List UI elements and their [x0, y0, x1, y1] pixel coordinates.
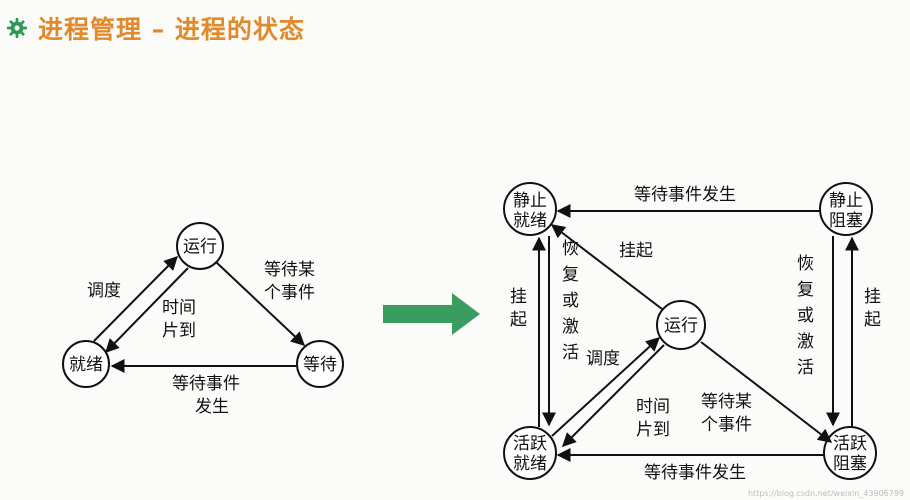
- label-suspend-left-1: 挂: [510, 287, 527, 307]
- left-state-diagram: 运行 就绪 等待 调度 时间 片到 等待某 个事件 等待事件 发生: [62, 222, 344, 417]
- watermark: https://blog.csdn.net/weixin_43906799: [747, 489, 904, 498]
- label-resume-left-4: 激: [562, 317, 579, 337]
- label-wait-event-r-1: 等待某: [701, 392, 752, 412]
- label-resume-left-2: 复: [562, 265, 579, 285]
- label-resume-left-3: 或: [562, 291, 579, 311]
- edge-suspend-running: [550, 224, 663, 310]
- node-static-ready-label-1: 静止: [513, 191, 547, 211]
- label-schedule-r: 调度: [586, 349, 620, 369]
- node-waiting: [296, 340, 344, 388]
- label-resume-right-3: 或: [797, 306, 814, 326]
- node-static-blocked: [819, 182, 873, 236]
- node-active-blocked-label-2: 阻塞: [833, 454, 867, 474]
- node-ready: [62, 340, 110, 388]
- label-resume-right-4: 激: [797, 332, 814, 352]
- label-suspend-right-1: 挂: [864, 287, 881, 307]
- label-resume-left-5: 活: [562, 343, 579, 363]
- edge-timeout: [105, 267, 189, 354]
- label-wait-event-2: 个事件: [264, 283, 315, 303]
- label-bottom-event: 等待事件发生: [644, 463, 746, 483]
- label-suspend-left-2: 起: [510, 310, 527, 330]
- node-active-blocked-label-1: 活跃: [833, 434, 867, 454]
- edge-schedule-r: [551, 337, 661, 437]
- gear-icon: [6, 17, 28, 39]
- node-ready-label: 就绪: [69, 355, 103, 375]
- node-static-blocked-label-2: 阻塞: [829, 211, 863, 231]
- label-timeout-1: 时间: [162, 298, 196, 318]
- label-resume-right-2: 复: [797, 280, 814, 300]
- label-event-occurs-1: 等待事件: [172, 374, 240, 394]
- node-active-ready-label-2: 就绪: [513, 454, 547, 474]
- page-title: 进程管理 – 进程的状态: [38, 15, 305, 44]
- node-static-blocked-label-1: 静止: [829, 191, 863, 211]
- edge-schedule: [93, 256, 178, 342]
- label-timeout-r-1: 时间: [636, 397, 670, 417]
- node-active-blocked: [823, 426, 877, 480]
- node-active-ready: [503, 426, 557, 480]
- node-waiting-label: 等待: [303, 355, 337, 375]
- node-active-ready-label-1: 活跃: [513, 434, 547, 454]
- node-running-r: [656, 300, 706, 350]
- node-running-r-label: 运行: [664, 316, 698, 336]
- label-suspend-running: 挂起: [619, 241, 653, 261]
- right-state-diagram: 静止 就绪 静止 阻塞 运行 活跃 就绪 活跃 阻塞 等: [503, 182, 881, 483]
- transition-arrow: [383, 293, 480, 335]
- label-resume-right-5: 活: [797, 358, 814, 378]
- label-resume-left-1: 恢: [562, 239, 579, 259]
- node-static-ready-label-2: 就绪: [513, 211, 547, 231]
- label-resume-right-1: 恢: [797, 254, 814, 274]
- edge-timeout-r: [562, 344, 665, 447]
- label-suspend-right-2: 起: [864, 310, 881, 330]
- edge-wait-event-r: [700, 341, 833, 443]
- label-schedule: 调度: [87, 281, 121, 301]
- label-wait-event-r-2: 个事件: [701, 415, 752, 435]
- label-event-occurs-2: 发生: [195, 397, 229, 417]
- node-running-label: 运行: [183, 237, 217, 257]
- label-timeout-2: 片到: [162, 321, 196, 341]
- node-static-ready: [503, 182, 557, 236]
- node-running: [176, 222, 224, 270]
- label-wait-event-1: 等待某: [264, 260, 315, 280]
- edge-wait-event: [215, 261, 306, 346]
- label-top-event: 等待事件发生: [634, 185, 736, 205]
- title-bar: 进程管理 – 进程的状态: [6, 8, 305, 48]
- label-timeout-r-2: 片到: [636, 420, 670, 440]
